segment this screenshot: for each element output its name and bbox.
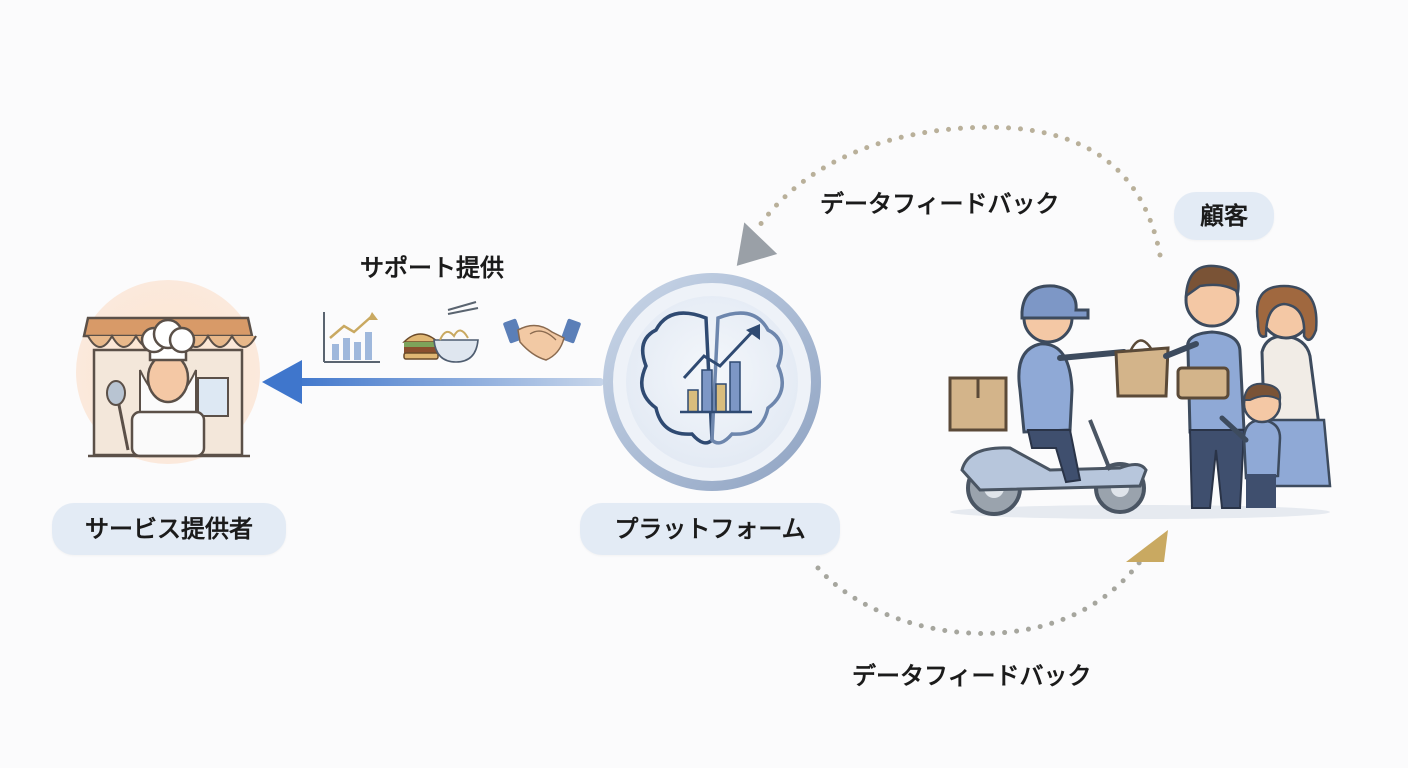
support-arrow-shaft <box>292 378 604 386</box>
delivery-scooter-family-icon <box>948 264 1332 519</box>
customer-label: 顧客 <box>1200 202 1248 230</box>
feedback-arc-bottom <box>815 552 1148 636</box>
feedback-edge-label-top: データフィードバック <box>820 190 1060 218</box>
chef-storefront-icon <box>76 280 260 464</box>
customer-label-pill: 顧客 <box>1174 192 1274 240</box>
feedback-arc-top <box>757 124 1163 258</box>
burger-noodles-icon <box>402 301 479 363</box>
provider-label-pill: サービス提供者 <box>52 503 286 555</box>
handshake-icon <box>503 318 581 361</box>
feedback-arrowhead-top <box>736 222 778 266</box>
bar-chart-icon <box>323 312 380 363</box>
feedback-edge-label-bottom: データフィードバック <box>852 662 1092 690</box>
platform-label: プラットフォーム <box>614 515 806 543</box>
provider-label: サービス提供者 <box>85 515 253 543</box>
support-arrowhead <box>262 360 302 404</box>
feedback-arrowhead-bottom <box>1126 530 1168 562</box>
platform-label-pill: プラットフォーム <box>580 503 840 555</box>
brain-growth-chart-icon <box>603 273 821 491</box>
support-edge-label: サポート提供 <box>360 254 504 282</box>
